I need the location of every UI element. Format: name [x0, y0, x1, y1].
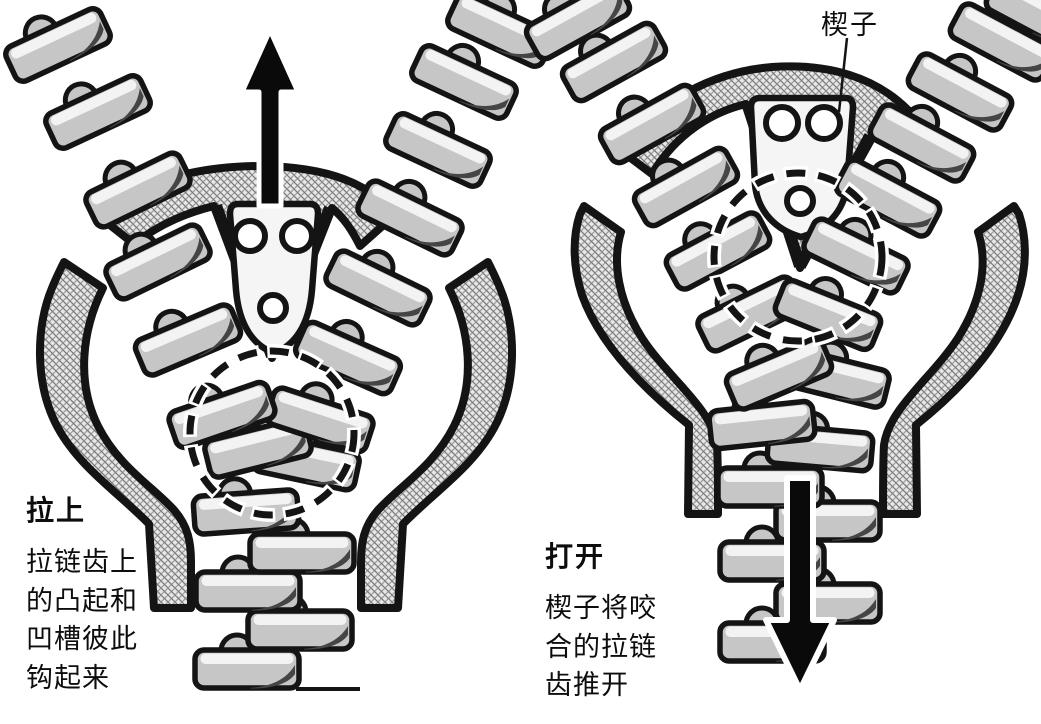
- zipper-tooth: [0, 0, 113, 85]
- right-wedge-hole: [763, 104, 801, 142]
- left-zipper-teeth: [0, 0, 561, 689]
- left-caption-line: 钩起来: [26, 662, 110, 693]
- right-caption-line: 合的拉链: [545, 631, 657, 662]
- left-slider-left-wall: [35, 258, 195, 612]
- left-wedge-hole: [232, 218, 268, 254]
- left-caption-line: 凹槽彼此: [26, 624, 138, 654]
- zipper-tooth: [37, 59, 154, 152]
- left-caption: 拉上 拉链齿上 的凸起和 凹槽彼此 钩起来: [26, 494, 138, 697]
- right-caption-line: 齿推开: [545, 670, 629, 700]
- left-wedge-hole: [279, 218, 315, 254]
- left-slider-body: [35, 162, 517, 612]
- zipper-tooth: [323, 235, 440, 329]
- left-slider-right-wall: [357, 258, 517, 612]
- right-slider-right-wall: [879, 202, 1029, 518]
- left-highlight-circle: [183, 344, 361, 522]
- left-wedge-hole: [257, 292, 289, 324]
- left-caption-line: 拉链齿上: [26, 547, 138, 577]
- right-wedge-hole: [805, 104, 843, 142]
- left-caption-title: 拉上: [26, 495, 87, 526]
- left-caption-line: 的凸起和: [26, 585, 138, 616]
- right-caption-title: 打开: [545, 541, 606, 572]
- up-arrow: [239, 27, 301, 209]
- down-arrow: [763, 475, 837, 693]
- wedge-leader-line: [837, 37, 849, 113]
- right-wedge-hole: [784, 185, 816, 217]
- right-highlight-circle: [707, 166, 889, 348]
- right-caption: 打开 楔子将咬 合的拉链 齿推开: [545, 540, 657, 705]
- right-caption-line: 楔子将咬: [545, 593, 657, 623]
- wedge-callout-label: 楔子: [821, 10, 879, 40]
